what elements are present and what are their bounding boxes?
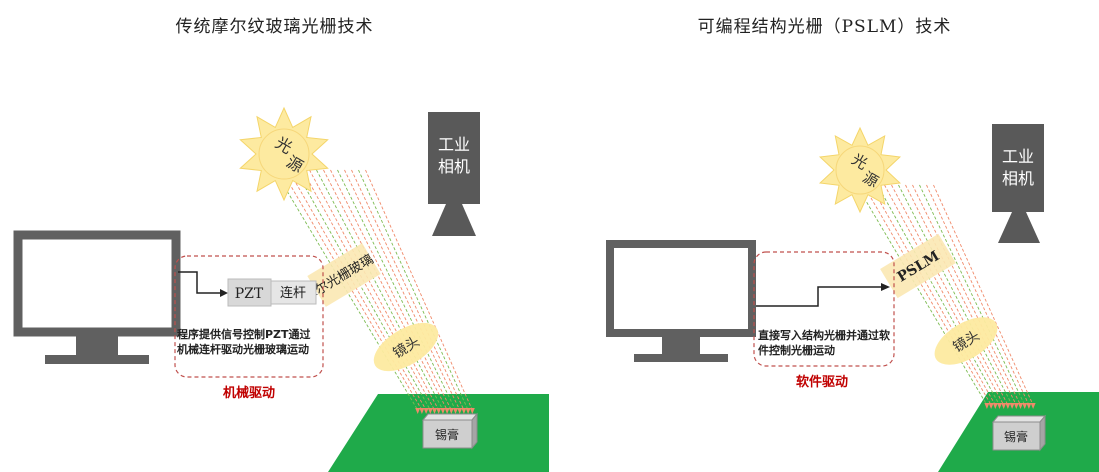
ray-arrow-icon: [997, 403, 1002, 409]
pzt-label: PZT: [235, 286, 264, 302]
ray-arrow-icon: [444, 408, 450, 414]
camera-label-2: 相机: [1002, 169, 1034, 188]
ray-arrow-icon: [1009, 403, 1015, 409]
light-ray: [309, 169, 440, 411]
sample-label: 锡膏: [1004, 429, 1028, 444]
ray-arrow-icon: [984, 403, 990, 409]
ray-arrow-icon: [465, 408, 471, 414]
light-ray: [863, 184, 992, 406]
signal-arrow-icon: [881, 283, 890, 291]
ray-arrow-icon: [427, 408, 433, 414]
ray-arrow-icon: [419, 408, 425, 414]
ray-arrow-icon: [448, 408, 454, 414]
light-ray: [912, 184, 1021, 406]
light-ray: [933, 184, 1034, 406]
light-ray: [905, 184, 1017, 406]
computer-monitor-icon: [606, 240, 756, 362]
drive-description-line-2: 件控制光栅运动: [758, 343, 835, 357]
drive-description-line-1: 直接写入结构光栅并通过软: [758, 328, 891, 342]
ray-arrow-icon: [1013, 403, 1019, 409]
light-ray: [877, 184, 1000, 406]
light-ray: [856, 184, 988, 406]
pslm-title: 可编程结构光栅（PSLM）技术: [697, 17, 952, 37]
ray-arrow-icon: [992, 403, 998, 409]
solder-paste-sample: 锡膏: [421, 412, 479, 450]
light-ray: [316, 169, 444, 411]
ray-arrow-icon: [1001, 403, 1007, 409]
sample-label: 锡膏: [435, 427, 459, 442]
light-ray: [288, 169, 427, 411]
light-ray: [926, 184, 1030, 406]
ray-arrow-icon: [1018, 403, 1023, 409]
ray-arrow-icon: [1030, 403, 1036, 409]
light-ray: [295, 169, 431, 411]
traditional-title: 传统摩尔纹玻璃光栅技术: [175, 17, 374, 37]
light-ray: [358, 169, 469, 411]
light-ray: [365, 169, 473, 411]
mechanical-drive-region: [174, 255, 324, 378]
light-ray: [891, 184, 1009, 406]
lens: 镜头: [373, 322, 439, 372]
drive-type-label: 机械驱动: [223, 385, 275, 401]
light-rays: [274, 169, 475, 414]
ray-arrow-icon: [432, 408, 437, 414]
lens: 镜头: [934, 317, 998, 365]
traditional-panel: 传统摩尔纹玻璃光栅技术 光 源 工业 相机 摩尔光栅玻璃 镜头: [0, 0, 549, 472]
ray-arrow-icon: [988, 403, 994, 409]
link-label: 连杆: [280, 285, 306, 301]
light-ray: [337, 169, 456, 411]
ray-arrow-icon: [436, 408, 442, 414]
signal-line: [756, 286, 882, 307]
solder-paste-sample: 锡膏: [991, 414, 1047, 452]
drive-description-line-2: 机械连杆驱动光栅玻璃运动: [177, 342, 309, 356]
industrial-camera-icon: 工业 相机: [428, 112, 480, 236]
ray-arrow-icon: [440, 408, 446, 414]
pslm-panel: 可编程结构光栅（PSLM）技术 光 源 工业 相机 PSLM 镜头: [550, 0, 1099, 472]
traditional-diagram: 光 源 工业 相机 摩尔光栅玻璃 镜头: [13, 106, 549, 472]
light-source-icon: 光 源: [239, 106, 329, 202]
camera-label-1: 工业: [438, 135, 470, 154]
ray-arrow-icon: [415, 408, 421, 414]
light-ray: [344, 169, 461, 411]
light-ray: [351, 169, 465, 411]
ray-arrow-icon: [423, 408, 429, 414]
camera-label-2: 相机: [438, 157, 470, 176]
ray-arrow-icon: [1026, 403, 1032, 409]
software-drive-region: [753, 251, 895, 367]
light-ray: [919, 184, 1026, 406]
signal-line: [178, 271, 222, 294]
light-ray: [281, 169, 423, 411]
pslm-diagram: 光 源 工业 相机 PSLM 镜头 直接写入: [606, 124, 1099, 472]
light-rays: [856, 184, 1036, 409]
ray-arrow-icon: [453, 408, 458, 414]
light-ray: [302, 169, 435, 411]
industrial-camera-icon: 工业 相机: [992, 124, 1044, 243]
drive-description-line-1: 程序提供信号控制PZT通过: [177, 327, 311, 341]
signal-arrow-icon: [220, 289, 228, 297]
light-source-icon: 光 源: [818, 126, 902, 214]
ray-arrow-icon: [469, 408, 475, 414]
light-ray: [884, 184, 1005, 406]
ray-arrow-icon: [1005, 403, 1011, 409]
ray-arrow-icon: [1022, 403, 1028, 409]
light-ray: [898, 184, 1013, 406]
camera-label-1: 工业: [1002, 147, 1034, 166]
computer-monitor-icon: [13, 230, 181, 364]
ray-arrow-icon: [461, 408, 467, 414]
drive-type-label: 软件驱动: [796, 374, 848, 390]
light-ray: [870, 184, 996, 406]
ray-arrow-icon: [457, 408, 463, 414]
